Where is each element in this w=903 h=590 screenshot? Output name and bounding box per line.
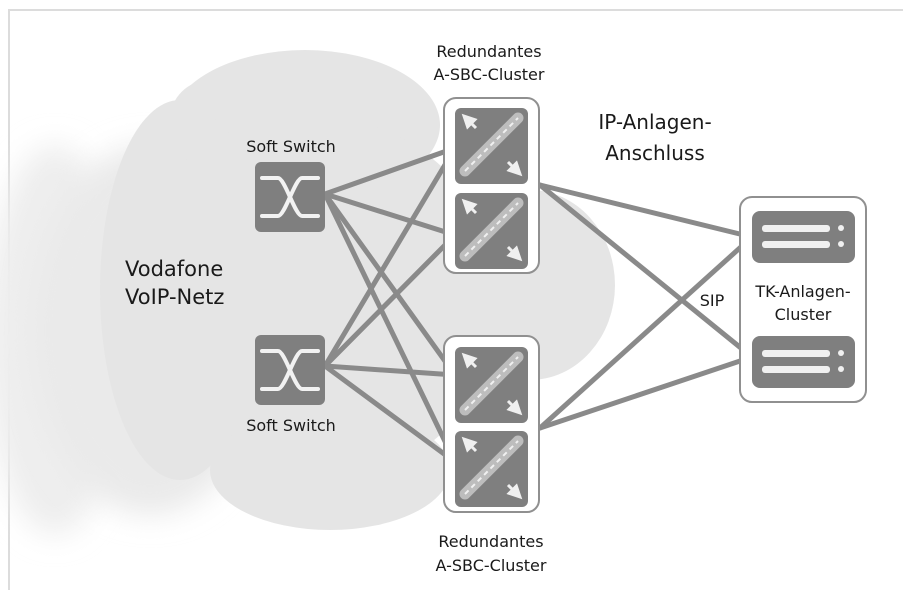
link-ss1-sbc2 — [322, 191, 458, 238]
session-border-controller-icon — [459, 351, 524, 416]
server-icon — [762, 350, 844, 373]
tk-cluster-label-line2: Cluster — [775, 305, 832, 324]
session-border-controller-icon — [459, 435, 524, 500]
connection-label-line1: IP-Anlagen- — [598, 110, 711, 134]
link-ss2-sbc3 — [322, 363, 458, 378]
link-ss1-sbc4 — [322, 191, 458, 465]
sbc-device-1 — [455, 108, 528, 184]
session-border-controller-icon — [459, 112, 524, 177]
crossbar-switch-icon — [260, 176, 320, 218]
cloud-label-line2: VoIP-Netz — [125, 285, 224, 309]
sbc-cluster-bottom-label-line2: A-SBC-Cluster — [436, 556, 547, 575]
soft-switch-top-label: Soft Switch — [246, 137, 336, 156]
link-ss1-sbc3 — [322, 191, 458, 378]
soft-switch-bottom — [255, 335, 325, 405]
cloud-label-line1: Vodafone — [125, 257, 223, 281]
crossbar-switch-icon — [260, 349, 320, 391]
session-border-controller-icon — [459, 197, 524, 262]
server-icon — [762, 225, 844, 248]
sbc-device-4 — [455, 431, 528, 507]
connection-label-line2: Anschluss — [605, 141, 705, 165]
link-cluster2-tk2 — [537, 354, 755, 431]
tk-cluster-label-line1: TK-Anlagen- — [754, 282, 850, 301]
link-ss2-sbc2 — [322, 232, 458, 369]
link-cluster2-tk1 — [537, 234, 755, 431]
link-cluster1-tk2 — [537, 182, 755, 360]
link-cluster1-tk1 — [537, 182, 755, 240]
link-ss2-sbc4 — [322, 363, 458, 465]
sbc-cluster-top-label-line2: A-SBC-Cluster — [434, 65, 545, 84]
tk-server-1 — [752, 211, 855, 263]
sip-label: SIP — [700, 291, 725, 310]
soft-switch-top — [255, 162, 325, 232]
sbc-cluster-bottom-label-line1: Redundantes — [438, 532, 543, 551]
link-ss2-sbc1 — [322, 145, 458, 369]
link-ss1-sbc1 — [322, 145, 458, 197]
soft-switch-bottom-label: Soft Switch — [246, 416, 336, 435]
connection-lines — [322, 145, 755, 465]
sbc-device-3 — [455, 347, 528, 423]
tk-server-2 — [752, 336, 855, 388]
sbc-cluster-top-label-line1: Redundantes — [436, 42, 541, 61]
voip-network-cloud — [0, 50, 615, 535]
sbc-device-2 — [455, 193, 528, 269]
